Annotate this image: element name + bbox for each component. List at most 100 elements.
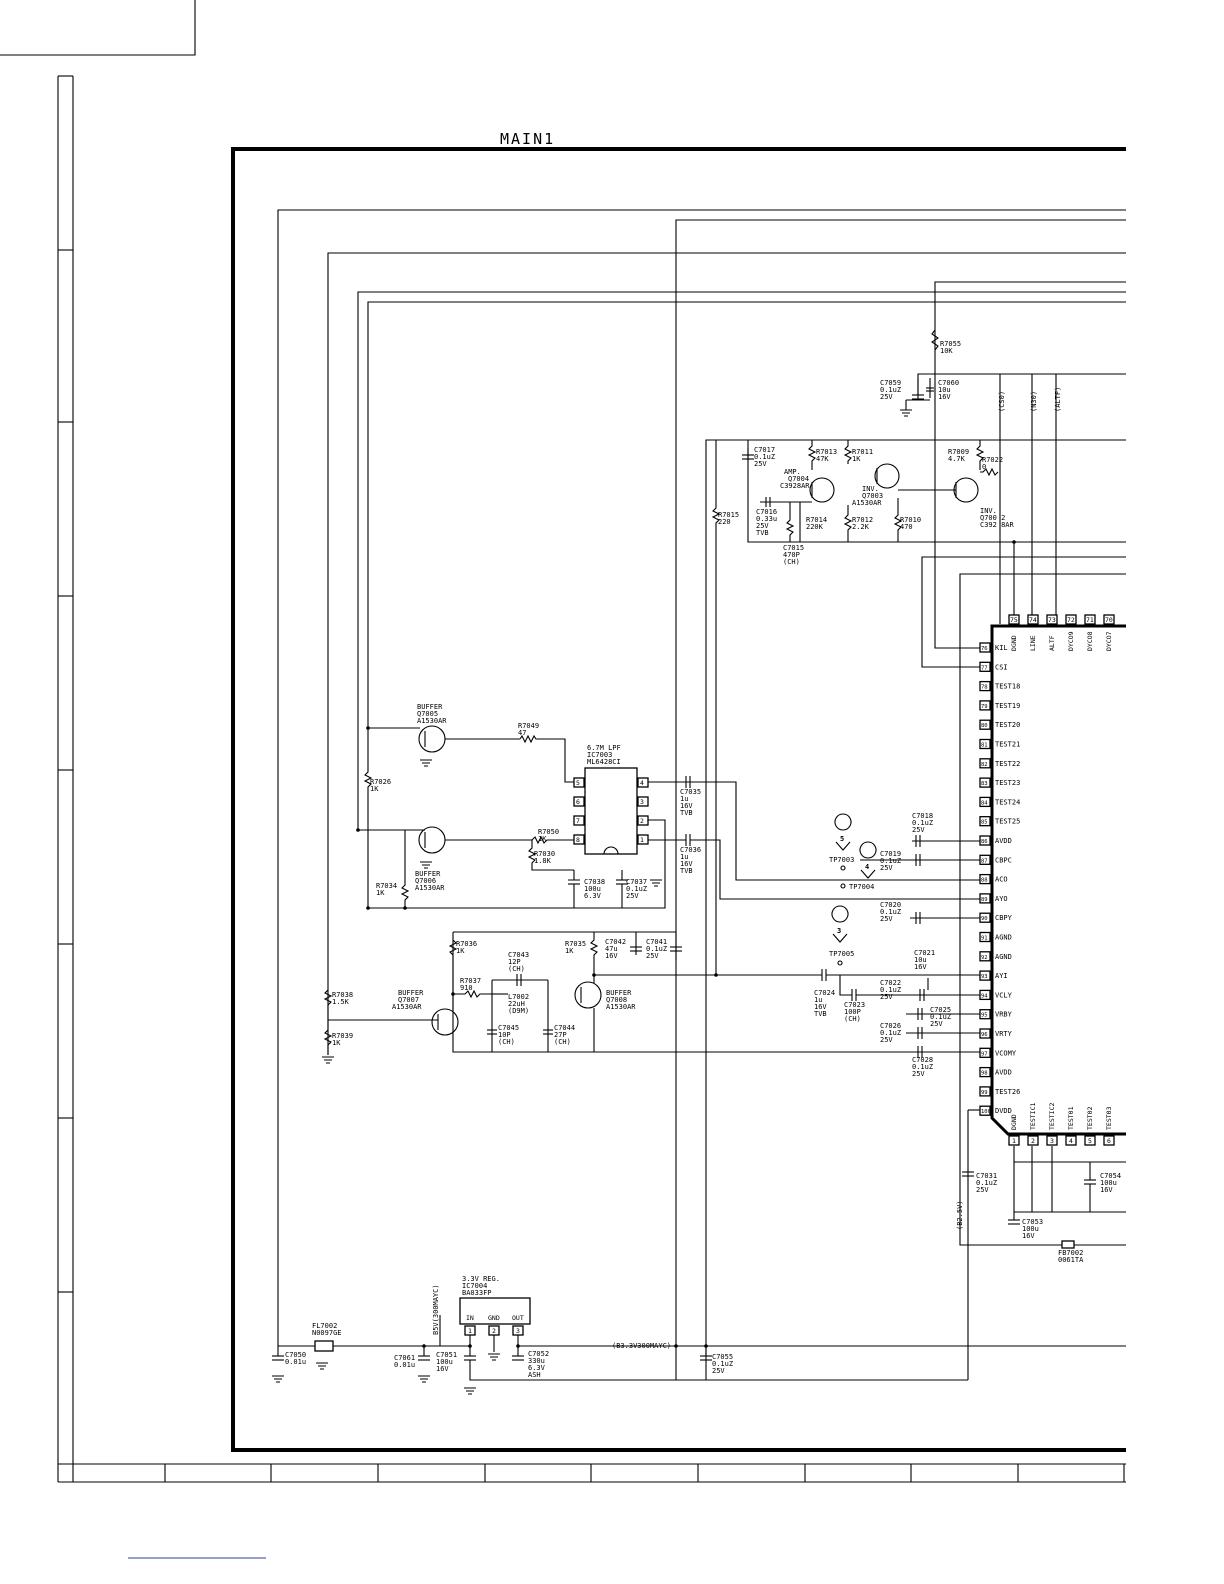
component-c7026-val: 0.1uZ <box>880 1029 901 1037</box>
component-c7061-val: 0.01u <box>394 1361 415 1369</box>
component-r7012-ref: R7012 <box>852 516 873 524</box>
main-ic-pin-box <box>979 835 991 846</box>
component-r7014-val: 220K <box>806 523 824 531</box>
main-ic-pin-name: AYO <box>995 895 1008 903</box>
main-ic-pin-box <box>1065 614 1077 625</box>
q7007-role: BUFFER <box>398 989 424 997</box>
component-c7016-val: 0.33u <box>756 515 777 523</box>
component-r7037-val: 910 <box>460 984 473 992</box>
component-c7053-val: 100u <box>1022 1225 1039 1233</box>
main-ic-pin-name: TEST25 <box>995 818 1020 826</box>
main-ic-pin-box <box>979 777 991 788</box>
main-ic-pin-box <box>979 1066 991 1078</box>
main-ic-pin-box <box>979 680 991 692</box>
q7006-ref: Q7006 <box>415 877 436 885</box>
component-c7035-ref: C7035 <box>680 788 701 796</box>
main-ic-pin-number: 84 <box>981 800 988 806</box>
component-c7019-val2: 25V <box>880 864 893 872</box>
main-ic-pin-name: TEST01 <box>1067 1106 1075 1130</box>
component-c7043-ref: C7043 <box>508 951 529 959</box>
main-ic-pin-number: 78 <box>981 685 988 691</box>
main-ic-pin-name: TEST03 <box>1105 1106 1113 1130</box>
component-c7024-val: 1u <box>814 996 822 1004</box>
component-c7018-ref: C7018 <box>912 812 933 820</box>
component-c7026-val2: 25V <box>880 1036 893 1044</box>
main-ic-pin-name: ACO <box>995 876 1008 884</box>
main-ic-pin-number: 77 <box>981 665 988 671</box>
main-ic-pin-number: 73 <box>1048 616 1056 624</box>
component-r7009-val: 4.7K <box>948 455 966 463</box>
tp7003-ref: TP7003 <box>829 856 854 864</box>
main-ic-pin-box <box>979 893 991 904</box>
net-altf: (ALTF) <box>1054 387 1062 412</box>
main-ic-pin-name: AGND <box>995 934 1012 942</box>
component-fl7002-val: N0097GE <box>312 1329 342 1337</box>
component-c7051-val: 100u <box>436 1358 453 1366</box>
ic7003-lpf: 5 6 7 8 4 3 2 1 6.7M LPF IC7003 ML6428CI <box>573 744 649 855</box>
component-r7050-ref: R7050 <box>538 828 559 836</box>
test-point-tp7003: 5 TP7003 <box>829 813 854 871</box>
component-c7055-ref: C7055 <box>712 1353 733 1361</box>
component-c7016-val2: 25V <box>756 522 769 530</box>
component-r7038-val: 1.5K <box>332 998 350 1006</box>
ic7004-pin-out: OUT <box>512 1314 524 1322</box>
component-c7060-val2: 16V <box>938 393 951 401</box>
component-c7024-val2: 16V <box>814 1003 827 1011</box>
main-ic-pin-name: DGND <box>1010 635 1018 651</box>
component-c7044-val2: (CH) <box>554 1038 571 1046</box>
component-r7035-ref: R7035 <box>565 940 586 948</box>
component-c7052-ref: C7052 <box>528 1350 549 1358</box>
q7005-role: BUFFER <box>417 703 443 711</box>
component-c7031-val2: 25V <box>976 1186 989 1194</box>
component-r7013-ref: R7013 <box>816 448 837 456</box>
unit-title: MAIN1 <box>500 130 555 148</box>
q7002-part: C392 8AR <box>980 521 1015 529</box>
main-ic-pin-box <box>1027 1135 1039 1146</box>
main-ic-pin-box <box>1084 614 1096 625</box>
component-c7043-val: 12P <box>508 958 521 966</box>
ic7003-function: 6.7M LPF <box>587 744 621 752</box>
main-ic-pin-number: 5 <box>1088 1137 1092 1145</box>
component-r7034-val: 1K <box>376 889 385 897</box>
main-ic-pin-name: TEST23 <box>995 779 1020 787</box>
buffer-section-wiring <box>323 725 980 1055</box>
component-c7036-val3: TVB <box>680 867 693 875</box>
main-ic-pin-number: 85 <box>981 820 988 826</box>
component-c7041-val: 0.1uZ <box>646 945 667 953</box>
component-c7044-ref: C7044 <box>554 1024 575 1032</box>
component-r7050-val: 1K <box>538 835 547 843</box>
net-n30: (N30) <box>1030 391 1038 412</box>
component-c7022-val: 0.1uZ <box>880 986 901 994</box>
component-c7036-ref: C7036 <box>680 846 701 854</box>
main-ic-pin-number: 6 <box>1107 1137 1111 1145</box>
component-r7026-ref: R7026 <box>370 778 391 786</box>
component-c7054-val: 100u <box>1100 1179 1117 1187</box>
main-ic-pin-number: 70 <box>1105 616 1113 624</box>
component-r7036-ref: R7036 <box>456 940 477 948</box>
q7008-role: BUFFER <box>606 989 632 997</box>
main-ic-pin-number: 76 <box>981 646 988 652</box>
main-ic-pin-number: 3 <box>1050 1137 1054 1145</box>
component-c7021-val2: 16V <box>914 963 927 971</box>
component-r7039-ref: R7039 <box>332 1032 353 1040</box>
main-ic-pin-box <box>1027 614 1039 625</box>
component-c7037-ref: C7037 <box>626 878 647 886</box>
component-c7028-val: 0.1uZ <box>912 1063 933 1071</box>
main-ic-pin-number: 100 <box>981 1109 991 1115</box>
component-r7055-ref: R7055 <box>940 340 961 348</box>
main-ic-pin-name: TEST19 <box>995 702 1020 710</box>
main-ic-pin-name: CBPC <box>995 856 1012 864</box>
main-ic-pin-number: 82 <box>981 762 988 768</box>
component-c7053-ref: C7053 <box>1022 1218 1043 1226</box>
q7003-role: INV. <box>862 485 879 493</box>
tp7003-num: 5 <box>840 835 844 843</box>
component-c7038-ref: C7038 <box>584 878 605 886</box>
q7008-ref: Q7008 <box>606 996 627 1004</box>
component-fb7002-ref: FB7002 <box>1058 1249 1083 1257</box>
component-r7011-val: 1K <box>852 455 861 463</box>
component-c7055-val: 0.1uZ <box>712 1360 733 1368</box>
component-c7054-ref: C7054 <box>1100 1172 1121 1180</box>
main-ic-pin-name: LINE <box>1029 635 1037 651</box>
component-c7024-ref: C7024 <box>814 989 835 997</box>
